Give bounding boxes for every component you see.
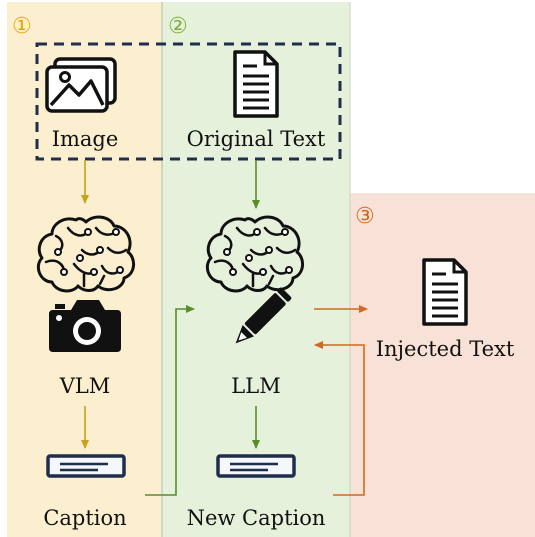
caption-bar-icon (46, 454, 126, 478)
arrow-new-caption-to-llm-feedback (314, 341, 365, 496)
vlm-label: VLM (59, 374, 111, 398)
pencil-icon (235, 287, 292, 344)
stage1-number: ① (12, 14, 32, 39)
arrow-caption-to-llm (145, 305, 195, 496)
stage3-number: ③ (355, 204, 375, 229)
image-icon (45, 57, 117, 113)
stage3-panel (350, 193, 535, 537)
new-caption-label: New Caption (187, 506, 326, 530)
image-label: Image (52, 127, 119, 151)
injected-text-doc-icon (422, 258, 468, 326)
camera-icon (49, 300, 121, 352)
caption-label: Caption (43, 506, 126, 530)
original-text-label: Original Text (187, 127, 326, 151)
original-text-doc-icon (233, 50, 279, 118)
llm-label: LLM (231, 374, 280, 398)
input-dashed-box (35, 42, 342, 161)
injected-text-label: Injected Text (376, 337, 515, 361)
new-caption-bar-icon (216, 454, 296, 478)
stage2-number: ② (168, 14, 188, 39)
